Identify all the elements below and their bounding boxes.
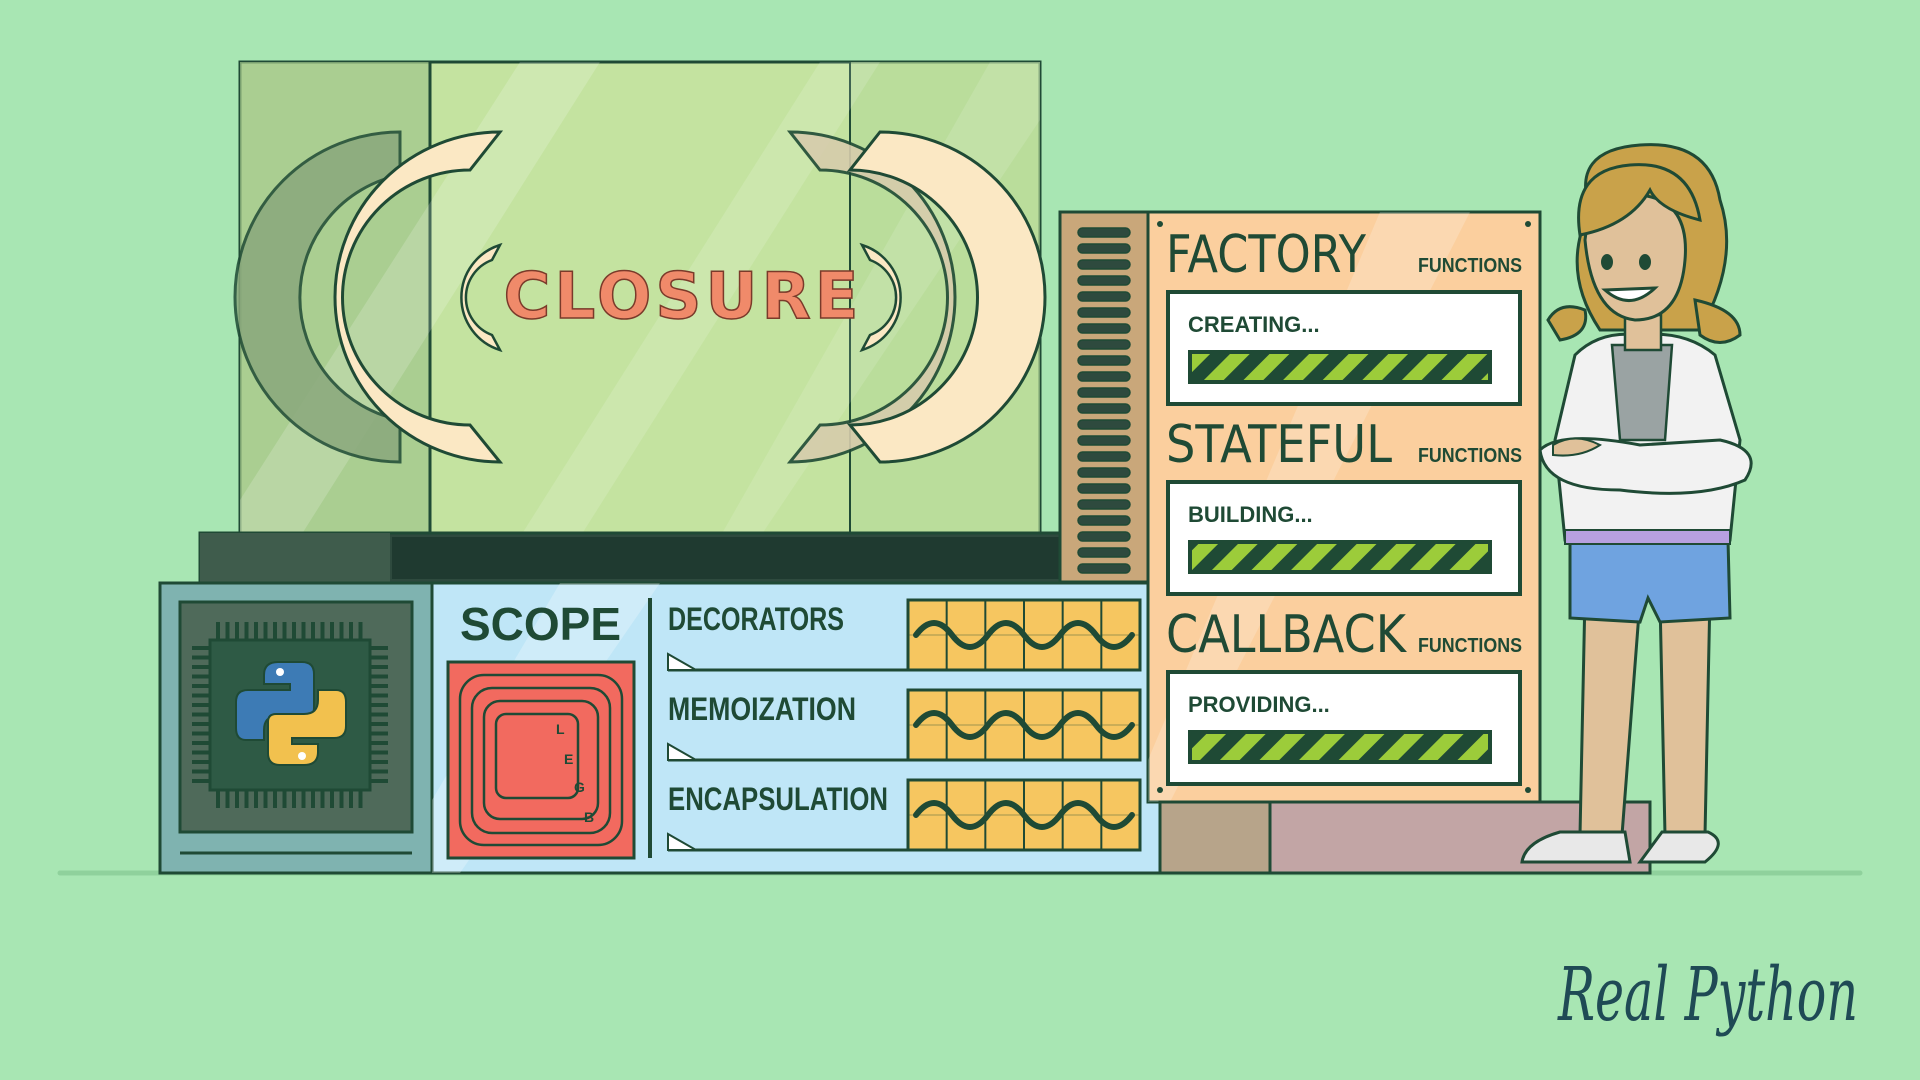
legb-l: L: [556, 721, 565, 737]
right-small-bracket: [859, 242, 902, 353]
stateful-title: STATEFUL: [1166, 415, 1392, 475]
vent-slot: [1077, 275, 1131, 286]
closure-title: CLOSURE: [504, 260, 863, 334]
scope-row-encapsulation: ENCAPSULATION: [667, 778, 1142, 852]
scope-row-decorators: DECORATORS: [667, 598, 1142, 672]
factory-section: FACTORY FUNCTIONS CREATING...: [1166, 225, 1522, 406]
vent-slot: [1077, 515, 1131, 526]
scope-panel: SCOPE L E G B DECORATORS MEMOIZATION: [430, 581, 1162, 875]
callback-suffix: FUNCTIONS: [1418, 635, 1522, 657]
row-label-memoization: MEMOIZATION: [668, 691, 856, 727]
callback-section: CALLBACK FUNCTIONS PROVIDING...: [1166, 605, 1522, 786]
vent-slot: [1077, 483, 1131, 494]
stateful-section: STATEFUL FUNCTIONS BUILDING...: [1166, 415, 1522, 596]
functions-panel: FACTORY FUNCTIONS CREATING... STATEFUL F…: [1058, 210, 1652, 875]
vent-slot: [1077, 355, 1131, 366]
stateful-status: BUILDING...: [1188, 502, 1313, 527]
closure-panel: CLOSURE: [233, 60, 1047, 539]
right-bracket-back: [786, 130, 957, 464]
stateful-suffix: FUNCTIONS: [1418, 445, 1522, 467]
vent-slot: [1077, 419, 1131, 430]
vent-slot: [1077, 467, 1131, 478]
vent-slot: [1077, 531, 1131, 542]
vent-slot: [1077, 243, 1131, 254]
vent-slot: [1077, 291, 1131, 302]
left-small-bracket: [460, 242, 503, 353]
real-python-logo: Real Python: [1557, 952, 1858, 1038]
vent-slot: [1077, 339, 1131, 350]
vent-slot: [1077, 371, 1131, 382]
vent-slot: [1077, 323, 1131, 334]
scope-title: SCOPE: [460, 598, 621, 650]
row-label-decorators: DECORATORS: [668, 601, 844, 637]
character-illustration: [1520, 143, 1753, 864]
base-block-left: [1158, 800, 1272, 875]
stateful-progress-fill: [1192, 544, 1488, 570]
vent-slot: [1077, 259, 1131, 270]
legb-b: B: [584, 809, 594, 825]
factory-progress-fill: [1192, 354, 1488, 380]
vent-slot: [1077, 547, 1131, 558]
callback-status: PROVIDING...: [1188, 692, 1330, 717]
vent-slot: [1077, 403, 1131, 414]
closure-base: [198, 531, 1082, 585]
scope-row-memoization: MEMOIZATION: [667, 688, 1142, 762]
vent-slot: [1077, 387, 1131, 398]
vent-slot: [1077, 435, 1131, 446]
vent-slot: [1077, 227, 1131, 238]
factory-title: FACTORY: [1166, 225, 1366, 285]
legb-g: G: [574, 779, 585, 795]
vent-slot: [1077, 563, 1131, 574]
callback-title: CALLBACK: [1166, 605, 1408, 665]
legb-e: E: [564, 751, 573, 767]
python-logo-icon: [235, 661, 347, 766]
legb-diagram: L E G B: [446, 660, 636, 860]
vent-slot: [1077, 307, 1131, 318]
brand-logo-text: Real Python: [1557, 952, 1858, 1038]
row-label-encapsulation: ENCAPSULATION: [668, 781, 888, 817]
factory-suffix: FUNCTIONS: [1418, 255, 1522, 277]
right-bracket: [846, 130, 1047, 464]
left-bracket: [333, 130, 504, 464]
callback-progress-fill: [1192, 734, 1488, 760]
left-bracket-shadow: [233, 130, 402, 464]
vent-slot: [1077, 451, 1131, 462]
factory-status: CREATING...: [1188, 312, 1320, 337]
vent-slot: [1077, 499, 1131, 510]
python-chip-panel: [158, 581, 434, 875]
